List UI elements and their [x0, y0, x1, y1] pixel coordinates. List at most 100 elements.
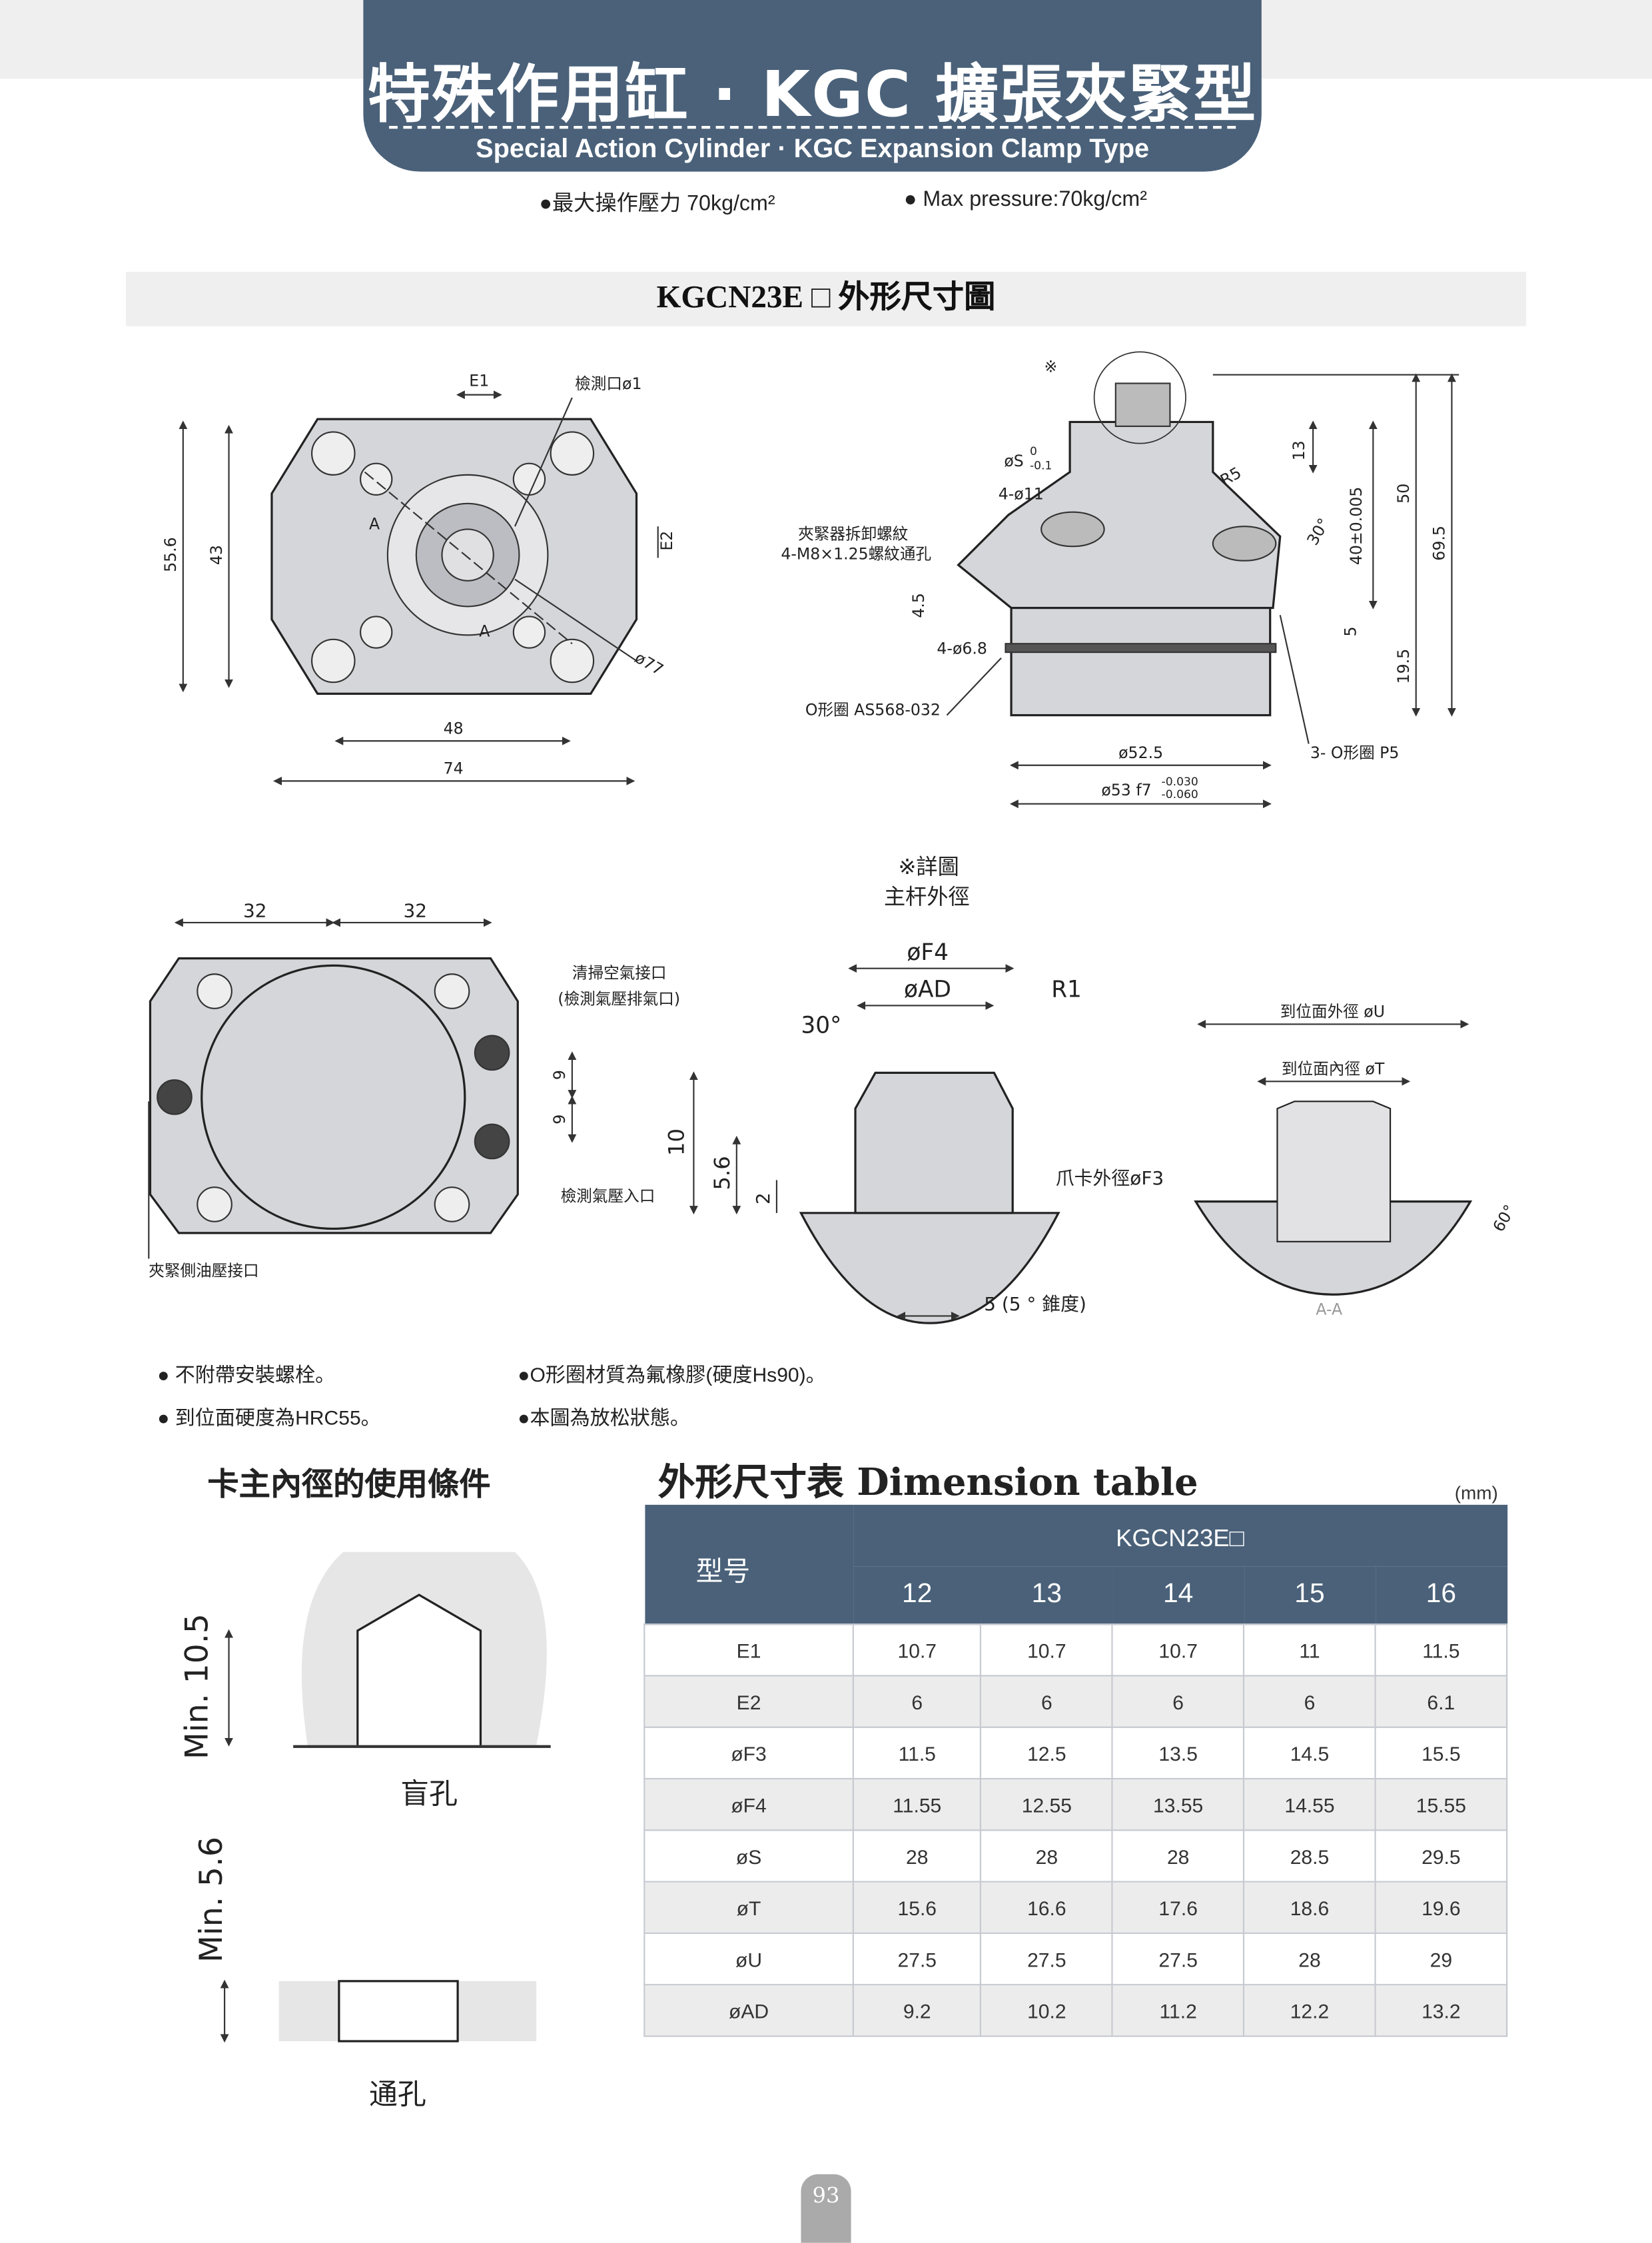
label-9a: 9 — [550, 1070, 569, 1080]
table-cell: 27.5 — [1111, 1932, 1245, 1986]
label-30deg: 30° — [1303, 515, 1333, 548]
row-label: E1 — [643, 1623, 854, 1677]
row-label: øAD — [643, 1984, 854, 2037]
table-cell: 6 — [852, 1675, 982, 1728]
page-number: 93 — [801, 2174, 851, 2243]
page-title: 特殊作用缸 · KGC 擴張夾緊型 — [367, 59, 1258, 132]
table-cell: 28 — [980, 1829, 1114, 1883]
detail-view — [689, 964, 1060, 1324]
table-cell: 16.6 — [980, 1881, 1114, 1935]
label-ad: øAD — [904, 977, 951, 1003]
label-os-tol-dn: -0.1 — [1030, 459, 1052, 472]
label-thread2: 4-M8×1.25螺紋通孔 — [781, 545, 931, 564]
label-4-5: 4.5 — [909, 593, 928, 618]
table-cell: 12.2 — [1243, 1984, 1376, 2037]
note-text: 不附帶安裝螺栓。 — [175, 1363, 336, 1386]
table-cell: 14.55 — [1243, 1777, 1376, 1831]
label-taper: 5 (5 ° 錐度) — [984, 1293, 1086, 1315]
row-label: øF3 — [643, 1726, 854, 1780]
label-4-11: 4-ø11 — [999, 484, 1044, 503]
table-cell: 12.55 — [980, 1777, 1114, 1831]
label-53: ø53 f7 — [1101, 781, 1151, 799]
table-cell: 10.7 — [852, 1623, 982, 1677]
row-label: E2 — [643, 1675, 854, 1728]
note-4: ●本圖為放松狀態。 — [518, 1406, 690, 1430]
table-cell: 6 — [1243, 1675, 1376, 1728]
page-subtitle: Special Action Cylinder · KGC Expansion … — [476, 133, 1150, 163]
table-cell: 15.55 — [1374, 1777, 1508, 1831]
usage-title: 卡主內徑的使用條件 — [207, 1466, 491, 1504]
label-f3: 爪卡外徑øF3 — [1056, 1167, 1164, 1189]
label-2: 2 — [752, 1192, 774, 1204]
label-19-5: 19.5 — [1394, 649, 1413, 684]
label-10: 10 — [663, 1128, 689, 1156]
pressure-cn: ●最大操作壓力 70kg/cm² — [539, 191, 775, 217]
table-cell: 28 — [1243, 1932, 1376, 1986]
label-through: 通孔 — [369, 2078, 426, 2112]
label-43: 43 — [207, 545, 226, 565]
section-title: KGCN23E □ 外形尺寸圖 — [125, 271, 1527, 326]
label-52-5: ø52.5 — [1118, 743, 1163, 762]
table-cell: 11.5 — [852, 1726, 982, 1780]
label-u: 到位面外徑 øU — [1280, 1003, 1385, 1021]
row-label: øS — [643, 1829, 854, 1883]
label-32a: 32 — [243, 899, 267, 921]
table-cell: 29 — [1374, 1932, 1508, 1986]
table-cell: 13.5 — [1111, 1726, 1245, 1780]
label-min-10-5: Min. 10.5 — [179, 1613, 215, 1759]
label-60deg: 60° — [1489, 1202, 1519, 1235]
label-port: 檢測口ø1 — [575, 374, 641, 393]
label-oring: O形圈 AS568-032 — [805, 701, 941, 719]
note-text: 本圖為放松狀態。 — [530, 1406, 690, 1430]
label-5-6: 5.6 — [709, 1156, 735, 1190]
label-air2: (檢測氣壓排氣口) — [558, 989, 680, 1008]
label-detail-title1: ※詳圖 — [898, 854, 959, 879]
table-cell: 27.5 — [852, 1932, 982, 1986]
table-cell: 14.5 — [1243, 1726, 1376, 1780]
table-cell: 6 — [1111, 1675, 1245, 1728]
table-cell: 6 — [980, 1675, 1114, 1728]
label-74: 74 — [444, 759, 464, 778]
label-5: 5 — [1342, 626, 1360, 636]
label-oil: 夾緊側油壓接口 — [149, 1261, 258, 1280]
row-label: øF4 — [643, 1777, 854, 1831]
note-text: 到位面硬度為HRC55。 — [175, 1406, 381, 1430]
label-4-6-8: 4-ø6.8 — [937, 639, 987, 658]
label-oring-p5: 3- O形圈 P5 — [1310, 743, 1400, 762]
table-cell: 12.5 — [980, 1726, 1114, 1780]
label-53-tol-up: -0.030 — [1162, 775, 1198, 789]
header-group: KGCN23E□ — [853, 1504, 1507, 1567]
label-32b: 32 — [404, 899, 428, 921]
note-3: ● 到位面硬度為HRC55。 — [157, 1406, 381, 1430]
row-label: øT — [643, 1881, 854, 1935]
pressure-en: ● Max pressure:70kg/cm² — [904, 187, 1147, 212]
note-2: ●O形圈材質為氟橡膠(硬度Hs90)。 — [518, 1363, 826, 1386]
label-30deg-detail: 30° — [801, 1012, 841, 1039]
title-banner: 特殊作用缸 · KGC 擴張夾緊型 Special Action Cylinde… — [363, 0, 1262, 172]
label-13: 13 — [1290, 440, 1308, 460]
label-detail-title2: 主杆外徑 — [884, 884, 970, 909]
column-header: 16 — [1375, 1566, 1507, 1625]
table-cell: 13.55 — [1111, 1777, 1245, 1831]
usage-diagrams — [220, 1552, 551, 2043]
table-cell: 28 — [852, 1829, 982, 1883]
label-50: 50 — [1394, 484, 1413, 504]
label-min-5-6: Min. 5.6 — [193, 1837, 230, 1963]
label-thread1: 夾緊器拆卸螺紋 — [798, 524, 908, 543]
label-os-tol-up: 0 — [1030, 445, 1037, 458]
plan-view — [179, 390, 659, 785]
label-55-6: 55.6 — [161, 537, 180, 572]
label-os: øS — [1004, 452, 1023, 470]
label-40: 40±0.005 — [1347, 487, 1366, 565]
column-header: 13 — [981, 1566, 1113, 1625]
column-header: 15 — [1244, 1566, 1376, 1625]
note-text: O形圈材質為氟橡膠(硬度Hs90)。 — [530, 1363, 826, 1386]
table-cell: 19.6 — [1374, 1881, 1508, 1935]
